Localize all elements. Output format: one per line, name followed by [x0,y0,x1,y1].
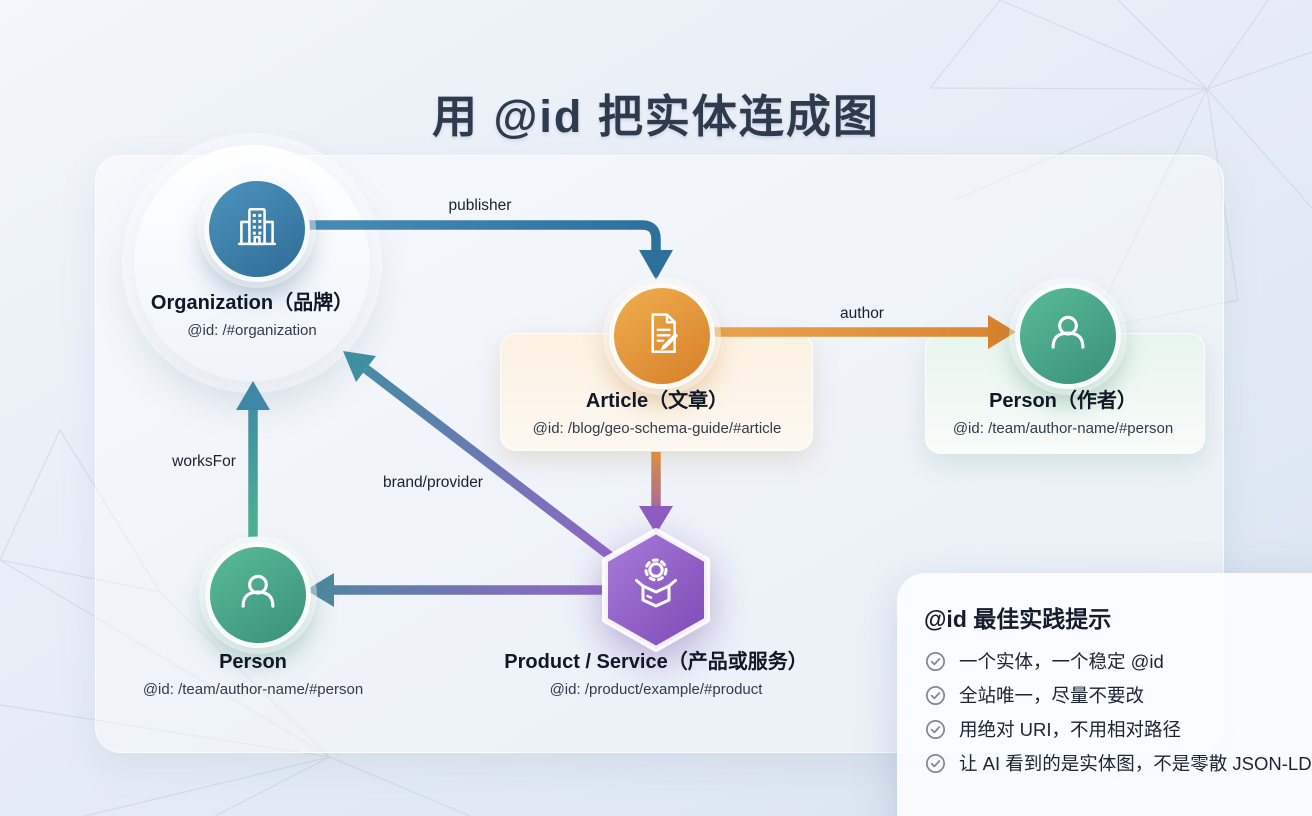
product-label: Product / Service（产品或服务） [504,651,808,673]
person-author-id: @id: /team/author-name/#person [952,420,1174,437]
tips-list: 一个实体，一个稳定 @id 全站唯一，尽量不要改 用绝对 URI，不用相对路径 … [924,650,1312,775]
product-id: @id: /product/example/#product [549,681,763,698]
edge-label-brand-provider: brand/provider [383,474,483,491]
edge-label-worksfor: worksFor [172,453,236,470]
person-icon [1040,306,1096,367]
organization-node [204,176,310,282]
person-author-label: Person（作者） [989,390,1137,412]
article-node [609,283,715,389]
person-label: Person [219,651,287,673]
tips-title: @id 最佳实践提示 [924,606,1112,632]
tip-text: 让 AI 看到的是实体图，不是零散 JSON-LD [959,753,1312,774]
best-practice-tips-card: @id 最佳实践提示 一个实体，一个稳定 @id 全站唯一，尽量不要改 用绝对 … [897,573,1312,816]
organization-label: Organization（品牌） [150,292,354,314]
product-node [596,524,716,656]
article-icon [635,307,689,366]
person-id: @id: /team/author-name/#person [142,681,364,698]
product-box-icon [635,558,677,608]
edge-label-publisher: publisher [448,197,512,214]
tip-text: 用绝对 URI，不用相对路径 [959,719,1182,740]
hexagon-shape [602,528,710,652]
check-circle-icon [926,754,945,773]
building-icon [230,200,284,259]
check-circle-icon [926,720,945,739]
article-id: @id: /blog/geo-schema-guide/#article [532,420,782,437]
edge-label-author: author [840,305,884,322]
tip-item: 全站唯一，尽量不要改 [924,684,1312,707]
check-circle-icon [926,652,945,671]
person-author-card [925,333,1205,454]
page-title: 用 @id 把实体连成图 [432,91,880,143]
person-node [205,542,311,648]
tip-item: 让 AI 看到的是实体图，不是零散 JSON-LD [924,752,1312,775]
tip-text: 全站唯一，尽量不要改 [959,685,1145,706]
check-circle-icon [926,686,945,705]
tip-text: 一个实体，一个稳定 @id [959,651,1164,672]
organization-id: @id: /#organization [187,322,317,339]
article-label: Article（文章） [585,390,729,412]
tip-item: 用绝对 URI，不用相对路径 [924,718,1312,741]
person-icon [230,565,286,626]
person-author-node [1015,283,1121,389]
tip-item: 一个实体，一个稳定 @id [924,650,1312,673]
